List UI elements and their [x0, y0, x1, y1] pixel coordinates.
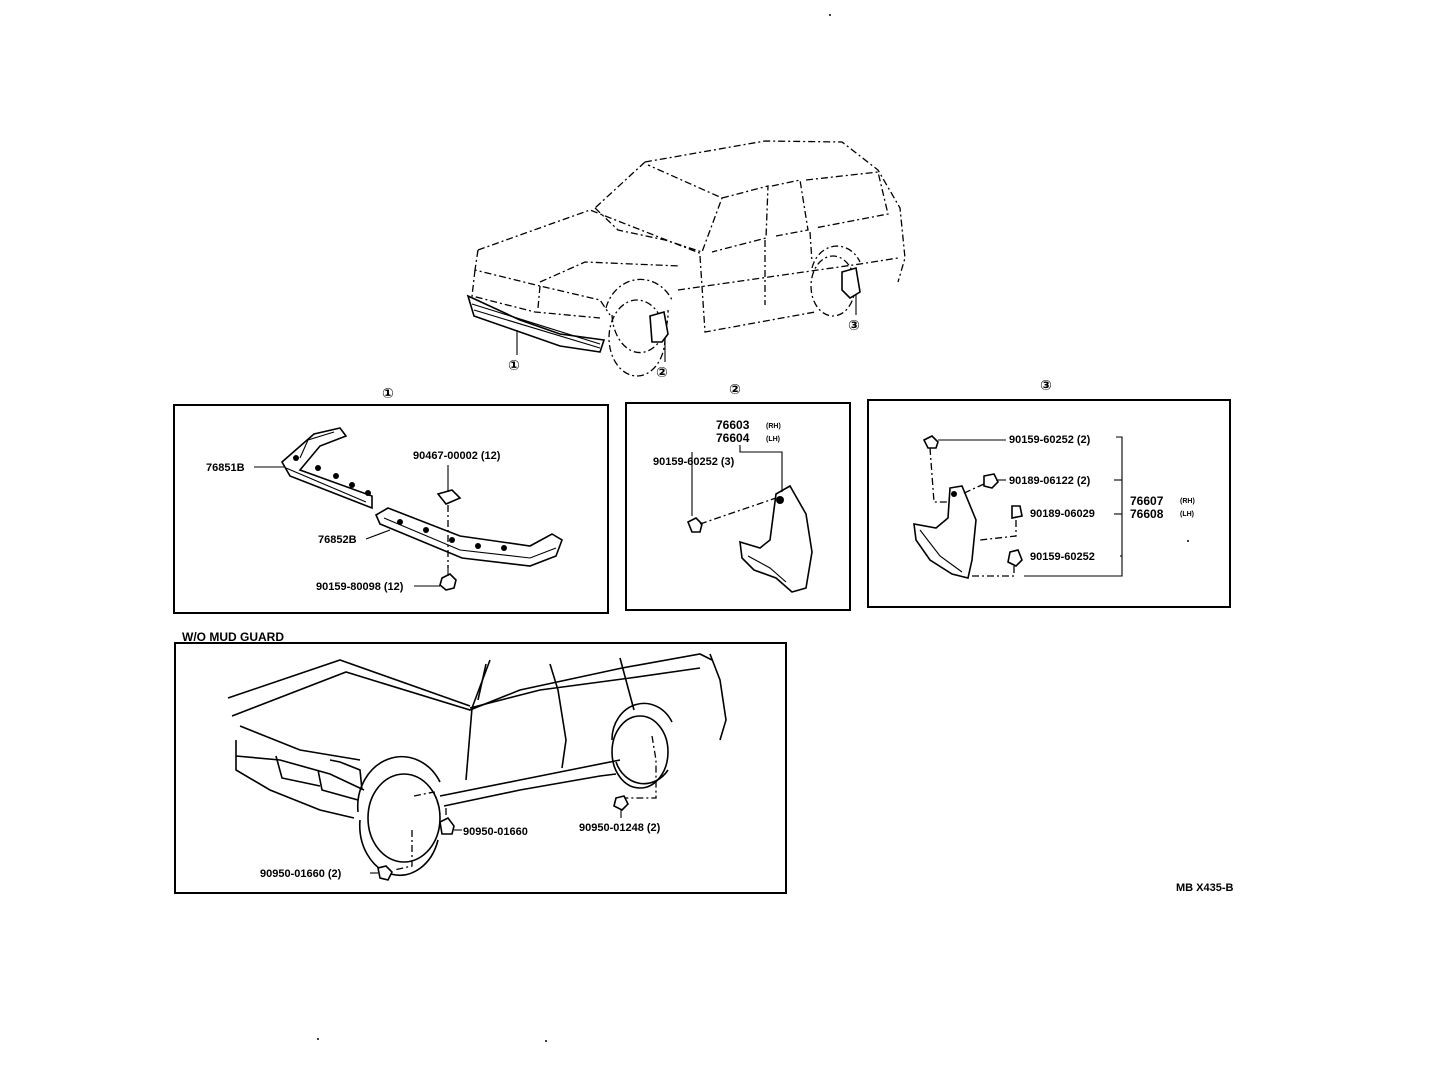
scan-speck	[545, 1040, 547, 1042]
callout-1[interactable]: ①	[508, 330, 520, 373]
callout-3[interactable]: ③	[848, 294, 860, 333]
diagram-code: MB X435-B	[1176, 882, 1234, 894]
panel-4-drawing	[227, 653, 727, 881]
panel-4-frame	[174, 642, 787, 894]
panel-2-frame	[625, 402, 851, 611]
scan-speck	[317, 1038, 319, 1040]
label-76852B: 76852B	[318, 534, 357, 546]
scan-speck	[829, 14, 831, 16]
panel-3-drawing	[913, 435, 1023, 579]
panel-4-title: W/O MUD GUARD	[182, 630, 284, 644]
panel-1-marker: ①	[382, 385, 394, 401]
panel-3-marker: ③	[1040, 377, 1052, 393]
label-90189-06029: 90189-06029	[1030, 508, 1095, 520]
callout-2-label: ②	[656, 364, 668, 380]
callout-2[interactable]: ②	[656, 340, 668, 380]
label-76603: 76603	[716, 418, 750, 432]
callout-1-label: ①	[508, 357, 520, 373]
label-90159-60252-2-top: 90159-60252 (2)	[1009, 434, 1091, 446]
label-90159-60252-bottom: 90159-60252	[1030, 551, 1095, 563]
label-76608: 76608	[1130, 507, 1164, 521]
panel-1-drawing	[280, 427, 563, 591]
label-90950-01660-b: 90950-01660 (2)	[260, 868, 342, 880]
label-76608-side: (LH)	[1180, 511, 1194, 518]
label-90159-60252-3: 90159-60252 (3)	[653, 456, 735, 468]
label-76603-side: (RH)	[766, 423, 781, 430]
label-90950-01248: 90950-01248 (2)	[579, 822, 661, 834]
panel-2-marker: ②	[729, 381, 741, 397]
label-76604: 76604	[716, 431, 750, 445]
panel-2-labels: 76603 (RH) 76604 (LH) 90159-60252 (3)	[653, 418, 783, 516]
label-76607-side: (RH)	[1180, 498, 1195, 505]
label-76851B: 76851B	[206, 462, 245, 474]
panel-1-labels: 76851B 76852B 90467-00002 (12) 90159-800…	[206, 450, 501, 593]
callout-3-label: ③	[848, 317, 860, 333]
scan-speck	[1187, 540, 1189, 542]
label-76607: 76607	[1130, 494, 1164, 508]
panel-3-labels: 90159-60252 (2) 90189-06122 (2) 90189-06…	[938, 434, 1195, 577]
label-90950-01660-a: 90950-01660	[463, 826, 528, 838]
panel-3-frame	[867, 399, 1231, 608]
label-90189-06122: 90189-06122 (2)	[1009, 475, 1091, 487]
label-76604-side: (LH)	[766, 436, 780, 443]
label-90159-80098: 90159-80098 (12)	[316, 581, 404, 593]
panel-1-frame	[173, 404, 609, 614]
overview-wagon-drawing	[466, 140, 906, 377]
panel-4-labels: 90950-01660 90950-01248 (2) 90950-01660 …	[260, 810, 661, 880]
panel-2-drawing	[686, 484, 813, 593]
label-90467-00002: 90467-00002 (12)	[413, 450, 501, 462]
